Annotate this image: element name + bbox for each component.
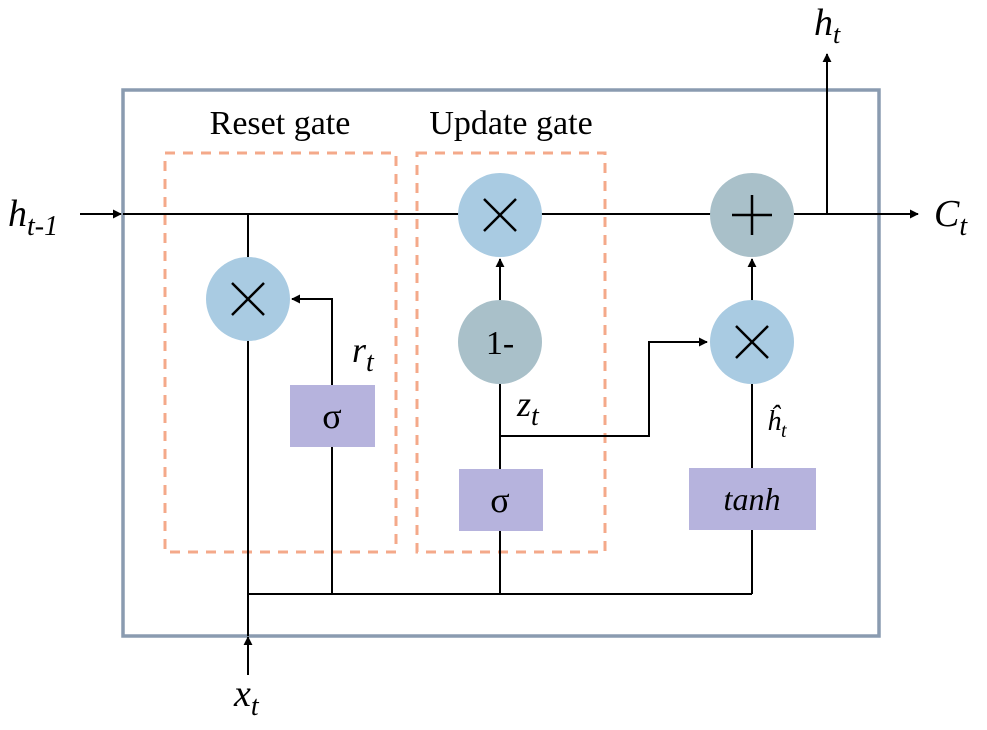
reset-sigma-label: σ [322,396,341,436]
update-sigma-label: σ [490,480,509,520]
h-hat-signal-label: ĥt [767,405,787,442]
tanh-box: tanh [689,468,816,530]
reset-sigma-box: σ [290,385,375,447]
multiply-icon [483,198,517,232]
x-input-label: xt [233,673,260,722]
candidate-multiply-node [710,300,794,384]
update-sigma-box: σ [459,469,543,531]
r-signal-label: rt [352,330,375,378]
update-multiply-node [458,173,542,257]
reset-multiply-node [206,257,290,341]
one-minus-label: 1- [486,325,514,362]
tanh-label: tanh [724,481,781,517]
c-output-label: Ct [934,193,968,242]
connections [80,53,919,675]
h-prev-label: ht-1 [8,193,58,242]
multiply-icon [735,325,769,359]
h-output-label: ht [814,2,841,49]
update-gate-label: Update gate [429,105,592,142]
update-gate-box [415,151,607,554]
reset-gate-label: Reset gate [210,105,351,142]
cell-frame [121,88,881,638]
r-signal-arrow [291,294,333,385]
reset-gate-box [163,151,398,554]
plus-icon [732,195,772,235]
multiply-icon [231,282,265,316]
add-node [710,173,794,257]
z-signal-label: zt [516,384,540,432]
z-branch-arrow [500,337,708,437]
one-minus-node: 1- [458,300,542,384]
